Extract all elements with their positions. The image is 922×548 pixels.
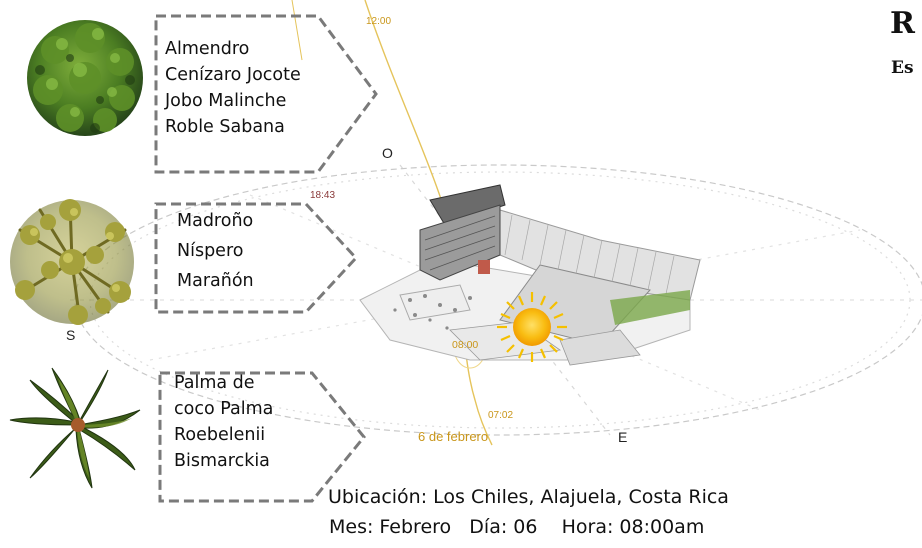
- time-label-sunrise: 07:02: [488, 410, 513, 421]
- sun-icon: [497, 292, 567, 362]
- location-caption: Ubicación: Los Chiles, Alajuela, Costa R…: [328, 486, 729, 508]
- species-name: Níspero: [177, 241, 244, 261]
- datetime-caption: Mes: Febrero Día: 06 Hora: 08:00am: [329, 516, 705, 538]
- species-list-conifer: Madroño Níspero Marañón: [177, 206, 254, 296]
- date-label: 6 de febrero: [418, 429, 488, 444]
- conifer-tree-icon: [10, 199, 134, 325]
- species-name: Palma de: [174, 373, 255, 393]
- species-name: Roebelenii: [174, 425, 266, 445]
- species-name: Jobo Malinche: [165, 91, 287, 111]
- species-list-palm: Palma de coco Palma Roebelenii Bismarcki…: [174, 370, 273, 474]
- compass-west: O: [382, 145, 393, 161]
- compass-east: E: [618, 429, 627, 445]
- species-box-1: [154, 14, 378, 174]
- species-list-broadleaf: Almendro Cenízaro Jocote Jobo Malinche R…: [165, 36, 301, 140]
- time-label-sunset: 18:43: [310, 190, 335, 201]
- species-name: Marañón: [177, 271, 254, 291]
- species-name: Bismarckia: [174, 451, 270, 471]
- species-name: Roble Sabana: [165, 117, 285, 137]
- species-name: Madroño: [177, 211, 254, 231]
- time-label-noon: 12:00: [366, 16, 391, 27]
- palm-tree-icon: [9, 367, 141, 489]
- species-name: Almendro: [165, 39, 250, 59]
- compass-south: S: [66, 327, 75, 343]
- time-label-now: 08:00: [452, 339, 478, 351]
- species-name: coco Palma: [174, 399, 274, 419]
- page-subtitle: Es: [891, 58, 914, 78]
- broadleaf-tree-icon: [27, 20, 143, 136]
- species-box-3: [158, 371, 366, 503]
- species-box-2: [154, 202, 359, 314]
- species-name: Cenízaro Jocote: [165, 65, 301, 85]
- page-title: R: [890, 6, 915, 41]
